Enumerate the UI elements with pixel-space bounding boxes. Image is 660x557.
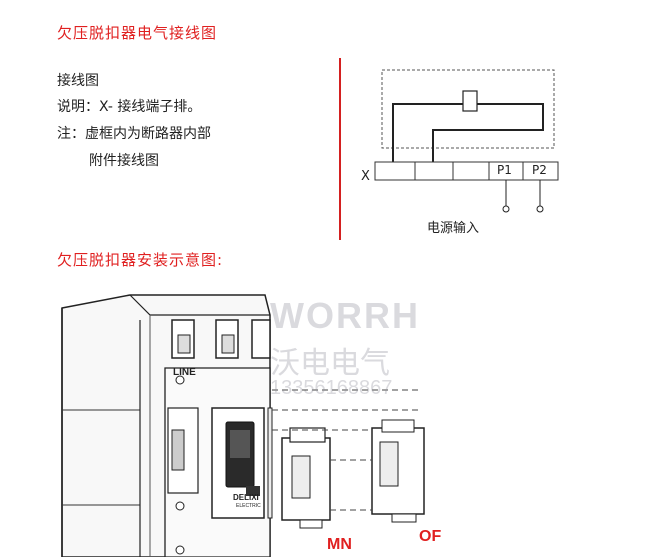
legend-description: 说明：X- 接线端子排。 <box>57 99 202 115</box>
terminal-p1-label: P1 <box>497 163 512 177</box>
brand-label: DELIXI <box>233 493 259 502</box>
wire-left <box>392 103 463 162</box>
legend-heading: 接线图 <box>57 73 99 89</box>
wire-right <box>432 103 544 162</box>
power-input-label: 电源输入 <box>427 221 480 236</box>
legend-note: 注：虚框内为断路器内部 <box>57 126 211 142</box>
brand-sub-label: ELECTRIC <box>236 503 261 509</box>
p1-terminal-node <box>502 205 510 213</box>
terminal-strip <box>374 161 559 181</box>
terminal-row-label: X <box>361 169 370 184</box>
legend-note-continued: 附件接线图 <box>89 153 159 169</box>
line-label: LINE <box>173 367 196 378</box>
watermark-phone: 13356168867 <box>270 377 393 399</box>
section-title-wiring: 欠压脱扣器电气接线图 <box>57 24 218 42</box>
internal-dashed-box <box>381 69 555 149</box>
watermark-logo: WORRH <box>270 295 420 336</box>
installation-illustration <box>61 294 425 557</box>
terminal-slot-3 <box>251 319 271 359</box>
of-label: OF <box>419 528 442 545</box>
trip-coil <box>462 90 478 112</box>
section-divider <box>339 58 341 240</box>
watermark-company: 沃电电气 <box>270 346 390 381</box>
mn-label: MN <box>327 536 352 553</box>
terminal-p2-label: P2 <box>532 163 547 177</box>
section-title-installation: 欠压脱扣器安装示意图: <box>57 251 224 269</box>
p2-terminal-node <box>536 205 544 213</box>
wiring-diagram <box>374 69 559 213</box>
